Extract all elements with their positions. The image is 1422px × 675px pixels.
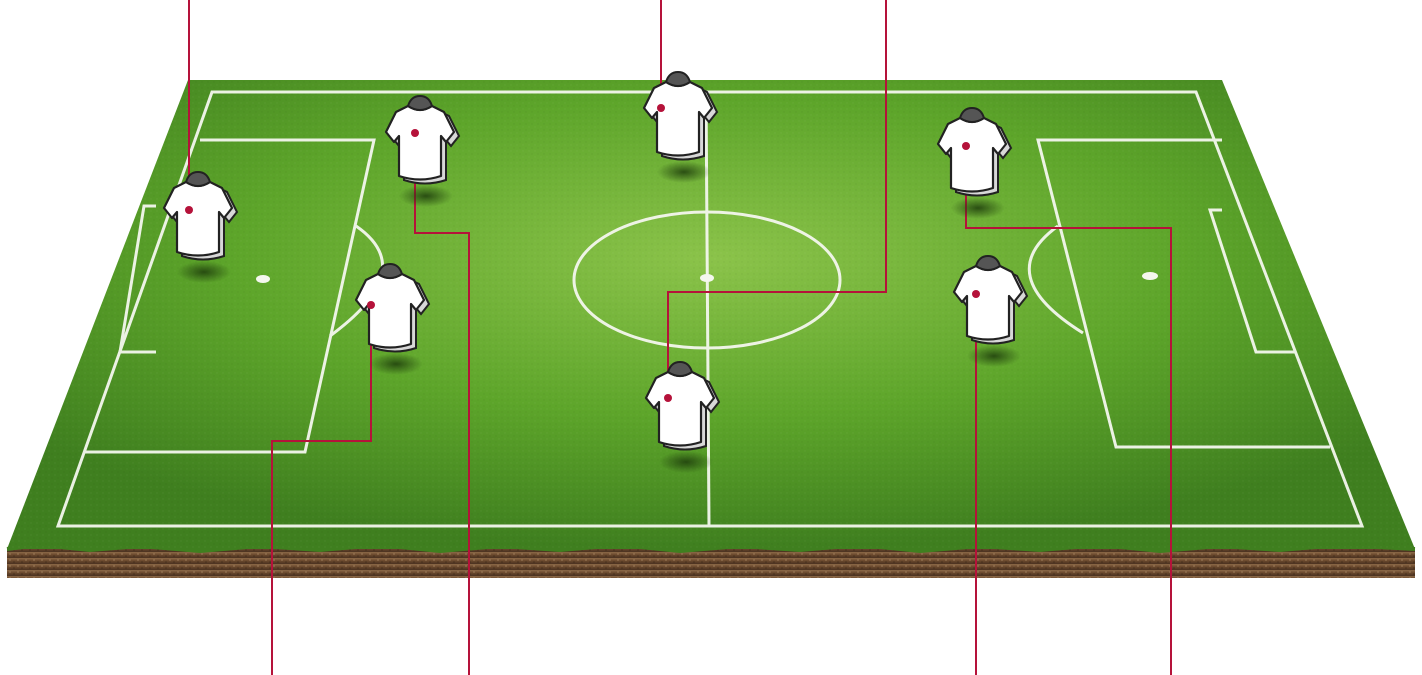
centre-spot bbox=[700, 274, 714, 282]
pitch-soil-edge bbox=[7, 549, 1415, 578]
shirt-collar bbox=[186, 172, 210, 186]
right-penalty-spot bbox=[1142, 272, 1158, 280]
player-shadow bbox=[967, 345, 1021, 367]
leader-dot-forward-lower bbox=[972, 290, 980, 298]
player-shadow bbox=[659, 451, 713, 473]
leader-dot-midfielder-upper bbox=[657, 104, 665, 112]
player-shadow bbox=[369, 353, 423, 375]
shirt-collar bbox=[960, 108, 984, 122]
shirt-collar bbox=[668, 362, 692, 376]
shirt-collar bbox=[408, 96, 432, 110]
leader-dot-defender-upper bbox=[411, 129, 419, 137]
leader-dot-defender-lower bbox=[367, 301, 375, 309]
player-shadow bbox=[657, 161, 711, 183]
player-shadow bbox=[951, 197, 1005, 219]
shirt-collar bbox=[666, 72, 690, 86]
left-penalty-spot bbox=[256, 275, 270, 283]
player-shadow bbox=[177, 261, 231, 283]
pitch-grass-texture bbox=[7, 80, 1415, 549]
player-shadow bbox=[399, 185, 453, 207]
leader-dot-midfielder-lower bbox=[664, 394, 672, 402]
shirt-collar bbox=[378, 264, 402, 278]
leader-dot-forward-upper bbox=[962, 142, 970, 150]
shirt-collar bbox=[976, 256, 1000, 270]
leader-dot-goalkeeper bbox=[185, 206, 193, 214]
